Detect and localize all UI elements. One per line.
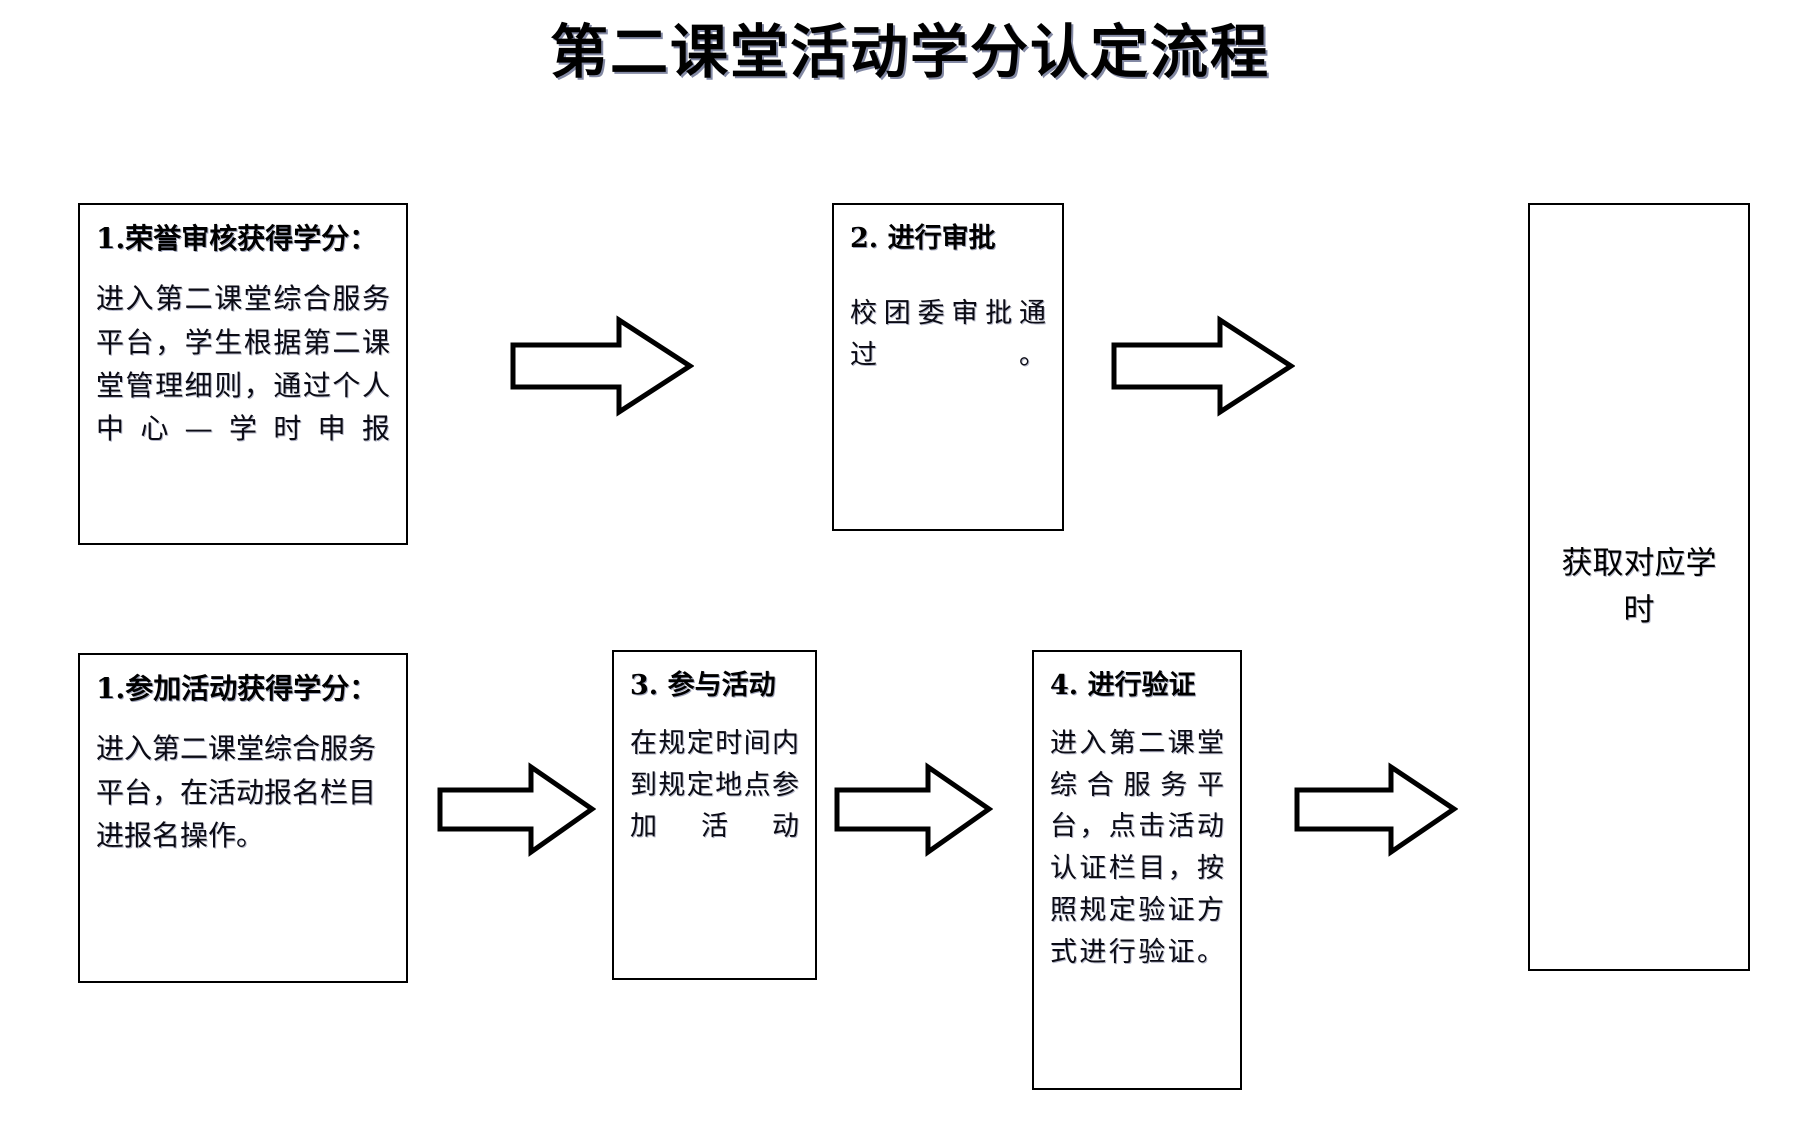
arrow-participate-to-verify: [833, 762, 993, 857]
box-participate: 3. 参与活动 在规定时间内到规定地点参加活动: [612, 650, 817, 980]
box-approval-header: 2. 进行审批: [850, 223, 996, 254]
box-join-gap: [96, 710, 390, 728]
arrow-honor-to-approval: [509, 315, 694, 417]
arrow-join-to-participate: [436, 762, 596, 857]
right-arrow-icon: [510, 315, 694, 417]
box-participate-content: 3. 参与活动 在规定时间内到规定地点参加活动: [614, 652, 815, 978]
box-join-body: 进入第二课堂综合服务平台，在活动报名栏目进报名操作。: [96, 732, 377, 852]
right-arrow-icon: [834, 762, 993, 857]
box-approval-content: 2. 进行审批 校团委审批通过。: [834, 205, 1062, 529]
box-honor-body: 进入第二课堂综合服务平台，学生根据第二课堂管理细则，通过个人中心—学时申报: [96, 282, 390, 446]
box-verify-header: 4. 进行验证: [1050, 670, 1196, 701]
box-approval-gap: [850, 258, 1046, 276]
box-honor-content: 1.荣誉审核获得学分： 进入第二课堂综合服务平台，学生根据第二课堂管理细则，通过…: [80, 205, 406, 543]
right-arrow-icon: [1294, 762, 1458, 857]
box-participate-header: 3. 参与活动: [630, 670, 776, 701]
box-approval: 2. 进行审批 校团委审批通过。: [832, 203, 1064, 531]
box-result-text: 获取对应学时: [1561, 545, 1717, 629]
box-participate-gap: [630, 705, 799, 723]
box-result: 获取对应学时: [1528, 203, 1750, 971]
box-verify-body: 进入第二课堂综合服务平台，点击活动认证栏目，按照规定验证方式进行验证。: [1050, 727, 1224, 968]
arrow-verify-to-result: [1293, 762, 1458, 857]
arrow-approval-to-result: [1110, 315, 1295, 417]
box-verify: 4. 进行验证 进入第二课堂综合服务平台，点击活动认证栏目，按照规定验证方式进行…: [1032, 650, 1242, 1090]
box-participate-body: 在规定时间内到规定地点参加活动: [630, 727, 799, 843]
box-join-content: 1.参加活动获得学分： 进入第二课堂综合服务平台，在活动报名栏目进报名操作。: [80, 655, 406, 981]
box-approval-body: 校团委审批通过。: [850, 298, 1046, 372]
box-join-activity-credit: 1.参加活动获得学分： 进入第二课堂综合服务平台，在活动报名栏目进报名操作。: [78, 653, 408, 983]
page-title: 第二课堂活动学分认定流程: [549, 18, 1270, 86]
right-arrow-icon: [1111, 315, 1295, 417]
box-verify-gap: [1050, 705, 1224, 723]
box-verify-content: 4. 进行验证 进入第二课堂综合服务平台，点击活动认证栏目，按照规定验证方式进行…: [1034, 652, 1240, 1088]
box-honor-header: 1.荣誉审核获得学分：: [96, 222, 378, 255]
box-join-header: 1.参加活动获得学分：: [96, 672, 378, 705]
box-honor-gap: [96, 260, 390, 278]
box-honor-credit: 1.荣誉审核获得学分： 进入第二课堂综合服务平台，学生根据第二课堂管理细则，通过…: [78, 203, 408, 545]
box-approval-gap-2: [850, 276, 1046, 294]
right-arrow-icon: [437, 762, 596, 857]
